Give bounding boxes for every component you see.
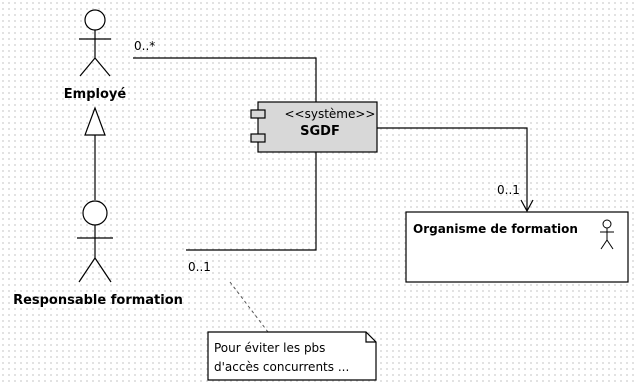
actor-responsable-label: Responsable formation	[13, 293, 183, 308]
note-anchor-line	[229, 281, 269, 333]
navigation-arrowhead	[520, 199, 534, 213]
multiplicity-employe: 0..*	[134, 39, 155, 53]
note[interactable]: Pour éviter les pbs d'accès concurrents …	[207, 331, 377, 381]
actor-stereotype-icon	[600, 219, 614, 250]
multiplicity-responsable: 0..1	[188, 260, 211, 274]
association-sgdf-organisme	[377, 127, 528, 210]
multiplicity-organisme: 0..1	[497, 183, 520, 197]
component-stereotype: <<système>>	[285, 107, 376, 121]
component-port-bottom-icon	[250, 133, 266, 143]
component-sgdf-box	[257, 101, 378, 153]
actor-employe-head	[84, 9, 106, 31]
actor-responsable-head	[82, 200, 108, 226]
actor-responsable-formation[interactable]	[77, 200, 113, 283]
actor-employe[interactable]	[79, 9, 111, 77]
component-port-top-icon	[250, 109, 266, 119]
organisme-name: Organisme de formation	[413, 222, 578, 236]
note-box	[207, 331, 377, 381]
organisme-de-formation-box[interactable]: Organisme de formation	[405, 211, 629, 283]
note-fold-icon	[365, 332, 376, 343]
association-responsable-sgdf	[186, 152, 317, 251]
generalization-arrow	[84, 106, 106, 200]
note-text-line2: d'accès concurrents ...	[214, 360, 349, 374]
component-name: SGDF	[300, 124, 340, 139]
actor-employe-label: Employé	[64, 87, 127, 102]
association-employe-sgdf	[133, 57, 317, 102]
organisme-box-rect	[405, 211, 629, 283]
note-text-line1: Pour éviter les pbs	[214, 341, 325, 355]
component-sgdf[interactable]: <<système>> SGDF	[250, 101, 378, 153]
